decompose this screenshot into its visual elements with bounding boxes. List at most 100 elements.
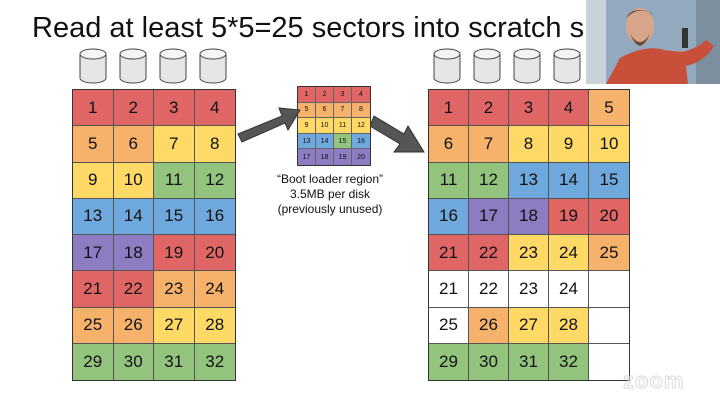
sector-cell: 32: [549, 343, 589, 380]
sector-cell: 16: [194, 198, 235, 235]
sector-cell: 22: [469, 235, 509, 272]
disk-icon: [553, 48, 581, 84]
sector-cell: 6: [316, 102, 334, 119]
sector-cell: [589, 271, 629, 308]
sector-cell: 23: [154, 271, 195, 308]
sector-cell: 13: [509, 162, 549, 199]
disk-icon: [159, 48, 187, 84]
sector-cell: 19: [154, 235, 195, 272]
sector-cell: 2: [113, 90, 154, 127]
sector-cell: 7: [154, 126, 195, 163]
sector-cell: 9: [549, 126, 589, 163]
sector-cell: 24: [549, 235, 589, 272]
sector-cell: 29: [73, 343, 114, 380]
sector-cell: 24: [194, 271, 235, 308]
webcam-video: [586, 0, 720, 84]
sector-cell: 13: [298, 133, 316, 150]
sector-cell: 1: [73, 90, 114, 127]
sector-cell: 11: [154, 162, 195, 199]
sector-cell: 8: [509, 126, 549, 163]
sector-cell: 8: [194, 126, 235, 163]
sector-cell: 5: [298, 102, 316, 119]
sector-cell: 14: [316, 133, 334, 150]
sector-cell: 28: [549, 307, 589, 344]
sector-cell: 5: [73, 126, 114, 163]
arrow-right-up-icon: [237, 107, 301, 143]
sector-cell: 4: [549, 90, 589, 127]
sector-cell: 25: [589, 235, 629, 272]
sector-cell: 22: [113, 271, 154, 308]
sector-cell: 17: [298, 149, 316, 165]
sector-cell: 17: [469, 198, 509, 235]
sector-cell: 8: [352, 102, 370, 119]
sector-cell: 26: [469, 307, 509, 344]
sector-cell: 1: [298, 87, 316, 103]
sector-cell: 3: [509, 90, 549, 127]
caption-line: 3.5MB per disk: [289, 187, 371, 201]
disk-icon: [433, 48, 461, 84]
sector-cell: 19: [334, 149, 352, 165]
disk-icon: [119, 48, 147, 84]
sector-cell: 15: [334, 133, 352, 150]
sector-cell: 17: [73, 235, 114, 272]
sector-cell: 20: [589, 198, 629, 235]
sector-cell: 23: [509, 235, 549, 272]
sector-cell: 14: [549, 162, 589, 199]
sector-cell: 27: [509, 307, 549, 344]
sector-cell: 18: [113, 235, 154, 272]
sector-cell: 24: [549, 271, 589, 308]
disk-icon: [199, 48, 227, 84]
sector-cell: 6: [113, 126, 154, 163]
sector-cell: 15: [589, 162, 629, 199]
sector-cell: 1: [429, 90, 469, 127]
sector-cell: 12: [352, 118, 370, 134]
sector-cell: 32: [194, 343, 235, 380]
sector-cell: 10: [113, 162, 154, 199]
presenter-video-frame: [586, 0, 720, 84]
sector-cell: 21: [429, 235, 469, 272]
boot-loader-caption: “Boot loader region” 3.5MB per disk (pre…: [260, 172, 400, 217]
sector-cell: 26: [113, 307, 154, 344]
sector-cell: 2: [316, 87, 334, 103]
sector-cell: 16: [429, 198, 469, 235]
caption-line: “Boot loader region”: [276, 172, 384, 186]
sector-cell: 22: [469, 271, 509, 308]
sector-cell: 18: [509, 198, 549, 235]
sector-cell: 14: [113, 198, 154, 235]
sector-cell: 11: [429, 162, 469, 199]
sector-cell: 11: [334, 118, 352, 134]
sector-cell: 4: [194, 90, 235, 127]
sector-cell: 27: [154, 307, 195, 344]
sector-cell: 20: [194, 235, 235, 272]
caption-line: (previously unused): [277, 202, 383, 216]
sector-cell: 31: [154, 343, 195, 380]
disk-icon: [473, 48, 501, 84]
sector-cell: 10: [316, 118, 334, 134]
sector-cell: 3: [154, 90, 195, 127]
sector-cell: 21: [73, 271, 114, 308]
sector-cell: 18: [316, 149, 334, 165]
sector-cell: 5: [589, 90, 629, 127]
sector-cell: 23: [509, 271, 549, 308]
sector-cell: 29: [429, 343, 469, 380]
sector-cell: 20: [352, 149, 370, 165]
sector-cell: 13: [73, 198, 114, 235]
sector-cell: 30: [113, 343, 154, 380]
arrow-right-down-icon: [370, 115, 425, 153]
sector-cell: [589, 343, 629, 380]
sector-cell: 12: [194, 162, 235, 199]
sector-cell: 10: [589, 126, 629, 163]
sector-cell: 28: [194, 307, 235, 344]
sector-cell: 19: [549, 198, 589, 235]
sector-cell: 16: [352, 133, 370, 150]
disk-icon: [513, 48, 541, 84]
sector-cell: 9: [298, 118, 316, 134]
sector-cell: 4: [352, 87, 370, 103]
zoom-watermark: zoom: [622, 368, 685, 394]
sector-cell: 9: [73, 162, 114, 199]
sector-cell: 25: [73, 307, 114, 344]
sector-cell: [589, 307, 629, 344]
